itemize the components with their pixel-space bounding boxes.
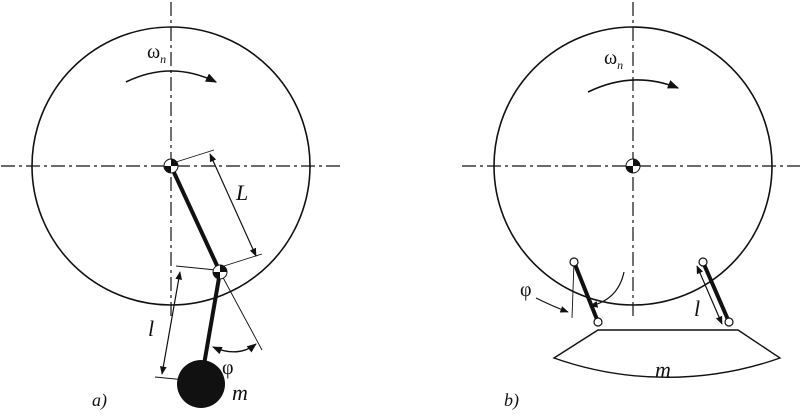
phi-arc-a — [212, 343, 257, 355]
diagram-b: ωn m φ l b) — [462, 2, 800, 411]
left-link-bottom-pin — [593, 317, 603, 327]
caption-a: a) — [92, 390, 107, 411]
L-label: L — [235, 180, 248, 205]
dimension-line-l-a — [160, 271, 182, 375]
caption-b: b) — [504, 390, 519, 411]
phi-arc-b — [589, 271, 625, 308]
dimension-line-L — [209, 153, 257, 257]
suspended-mass-body — [552, 329, 782, 378]
right-link-bottom-pin — [724, 317, 734, 327]
pivot-symbol-center-b — [625, 158, 641, 174]
diagram-a: ωn L m l φ a) — [1, 2, 342, 411]
pivot-symbol-joint-a — [212, 264, 228, 280]
mass-label-b: m — [655, 357, 671, 382]
phi-pointer-b — [535, 297, 569, 313]
l-label-a: l — [148, 316, 154, 341]
phi-label-a: φ — [222, 357, 234, 379]
omega-label-b: ωn — [604, 47, 623, 72]
mass-label-a: m — [232, 380, 248, 405]
rod-extension-line — [219, 271, 263, 351]
dimension-line-l-b — [696, 265, 723, 325]
rotation-arrow-b — [587, 79, 680, 93]
dimension-ext-l-top — [175, 265, 217, 271]
left-link-top-pin — [569, 257, 579, 267]
rod-L — [169, 165, 222, 273]
pendulum-mass — [177, 360, 225, 408]
phi-label-b: φ — [520, 279, 532, 301]
dimension-ext-l-bottom — [154, 376, 197, 382]
l-label-b: l — [694, 296, 700, 321]
right-link-top-pin — [698, 257, 708, 267]
omega-label-a: ωn — [147, 41, 166, 66]
rotation-arrow-a — [125, 70, 218, 83]
dimension-ext-L-top — [175, 149, 215, 163]
pivot-symbol-center-a — [163, 158, 179, 174]
left-link-rod — [572, 261, 600, 323]
left-link-vertical-ref — [571, 261, 575, 319]
